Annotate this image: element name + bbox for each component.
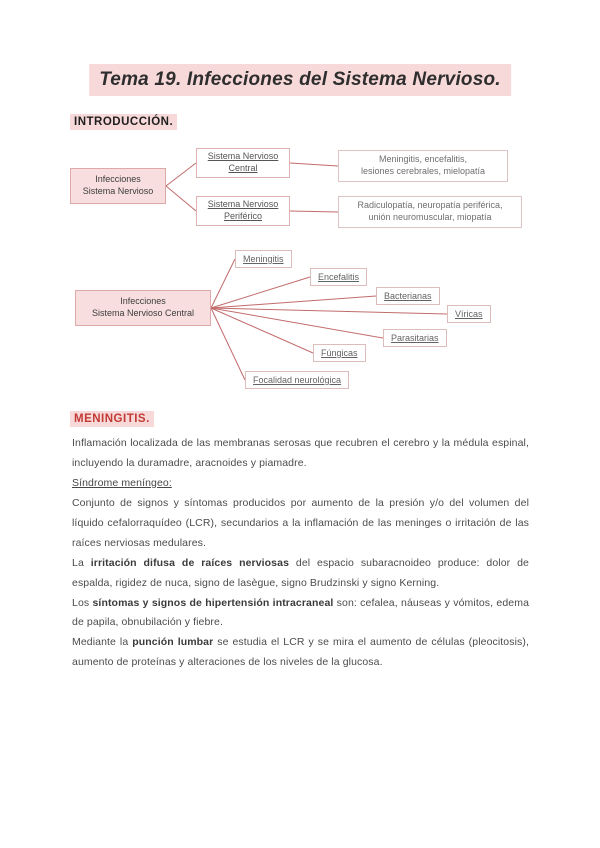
diagram2-root-node: Infecciones Sistema Nervioso Central	[75, 290, 211, 326]
diagram1-root-node: Infecciones Sistema Nervioso	[70, 168, 166, 204]
diagram2-node-encefalitis: Encefalitis	[310, 268, 368, 286]
paragraph-sindrome-meningeo: Conjunto de signos y síntomas producidos…	[72, 496, 529, 549]
diagram-cns-infection-types: Infecciones Sistema Nervioso Central Men…	[0, 245, 600, 400]
text-segment: Mediante la	[72, 636, 133, 649]
diagram2-node-bacterianas: Bacterianas	[376, 287, 440, 305]
meningitis-text-column: Inflamación localizada de las membranas …	[72, 434, 529, 673]
subheading-sindrome-meningeo: Síndrome meníngeo:	[72, 474, 529, 494]
text-segment-bold: síntomas y signos de hipertensión intrac…	[92, 596, 334, 609]
diagram1-central-node: Sistema Nervioso Central	[196, 148, 290, 178]
paragraph-hipertension-intracraneal: Los síntomas y signos de hipertensión in…	[72, 594, 529, 634]
page-title: Tema 19. Infecciones del Sistema Nervios…	[89, 64, 511, 96]
diagram2-node-fungicas: Fúngicas	[313, 344, 366, 362]
text-segment: del espacio subaracnoideo produce: dolor…	[72, 556, 529, 589]
text-segment: Síndrome meníngeo:	[72, 476, 172, 489]
diagram1-peripheral-detail: Radiculopatía, neuropatía periférica, un…	[338, 196, 522, 228]
paragraph-definition: Inflamación localizada de las membranas …	[72, 437, 529, 469]
text-segment: son: cefalea, náuseas y vómitos, edema d…	[72, 596, 530, 629]
paragraph-puncion-lumbar: Mediante la punción lumbar se estudia el…	[72, 633, 529, 673]
diagram1-central-detail: Meningitis, encefalitis, lesiones cerebr…	[338, 150, 508, 182]
diagram2-connector-lines	[210, 258, 448, 381]
diagram2-node-parasitarias: Parasitarias	[383, 329, 447, 347]
diagram2-node-focalidad-neurologica: Focalidad neurológica	[245, 371, 350, 389]
text-segment-bold: irritación difusa de raíces nerviosas	[90, 556, 290, 569]
paragraph-irritacion-raices: La irritación difusa de raíces nerviosas…	[72, 554, 529, 594]
diagram1-peripheral-node: Sistema Nervioso Periférico	[196, 196, 290, 226]
section-heading-meningitis: MENINGITIS.	[70, 411, 154, 427]
diagram1-connector-lines	[165, 162, 339, 213]
text-segment-bold: punción lumbar	[132, 636, 214, 649]
text-segment: Los	[72, 596, 93, 609]
diagram-nervous-system-overview: Infecciones Sistema Nervioso Sistema Ner…	[0, 140, 600, 245]
diagram2-node-meningitis: Meningitis	[235, 250, 292, 268]
diagram2-node-viricas: Víricas	[447, 305, 491, 323]
text-segment: La	[72, 556, 91, 569]
section-heading-introduccion: INTRODUCCIÓN.	[70, 114, 178, 130]
text-segment: se estudia el LCR y se mira el aumento d…	[72, 636, 529, 669]
